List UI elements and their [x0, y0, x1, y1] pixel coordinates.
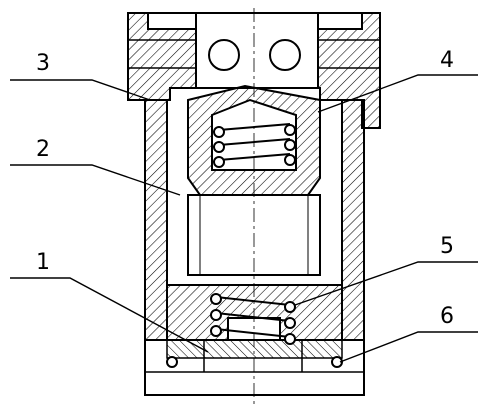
upper-spring — [213, 123, 296, 168]
cap-hole-left — [208, 39, 240, 71]
leader-lines — [10, 74, 478, 363]
lower-spring — [210, 293, 296, 345]
callout-label-3: 3 — [36, 51, 50, 76]
cap-hole-right — [269, 39, 301, 71]
callout-label-6: 6 — [440, 304, 454, 329]
o-ring — [166, 356, 343, 368]
callout-label-2: 2 — [36, 137, 50, 162]
callout-label-4: 4 — [440, 48, 454, 73]
callout-label-1: 1 — [36, 250, 50, 275]
callout-label-5: 5 — [440, 234, 454, 259]
